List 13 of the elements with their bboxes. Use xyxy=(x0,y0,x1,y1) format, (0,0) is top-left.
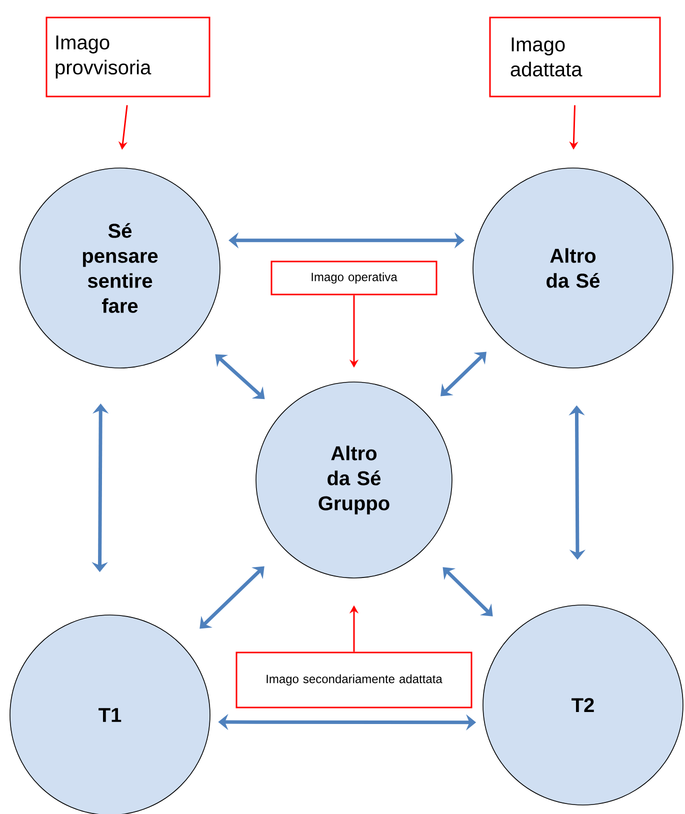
circle-node: Sé pensare sentire fare xyxy=(20,168,220,368)
label-box: Imago adattata xyxy=(489,16,661,98)
label-box: Imago provvisoria xyxy=(46,16,210,98)
arrow xyxy=(200,566,264,629)
label-box: Imago secondariamente adattata xyxy=(236,652,472,708)
arrow xyxy=(442,567,493,616)
label-box: Imago operativa xyxy=(270,260,438,296)
circle-node: T2 xyxy=(482,604,684,806)
arrow xyxy=(440,352,486,396)
arrow xyxy=(215,354,265,400)
circle-node: T1 xyxy=(10,614,210,814)
circle-node: Altro da Sé Gruppo xyxy=(256,382,452,578)
circle-node: Altro da Sé xyxy=(472,168,674,368)
